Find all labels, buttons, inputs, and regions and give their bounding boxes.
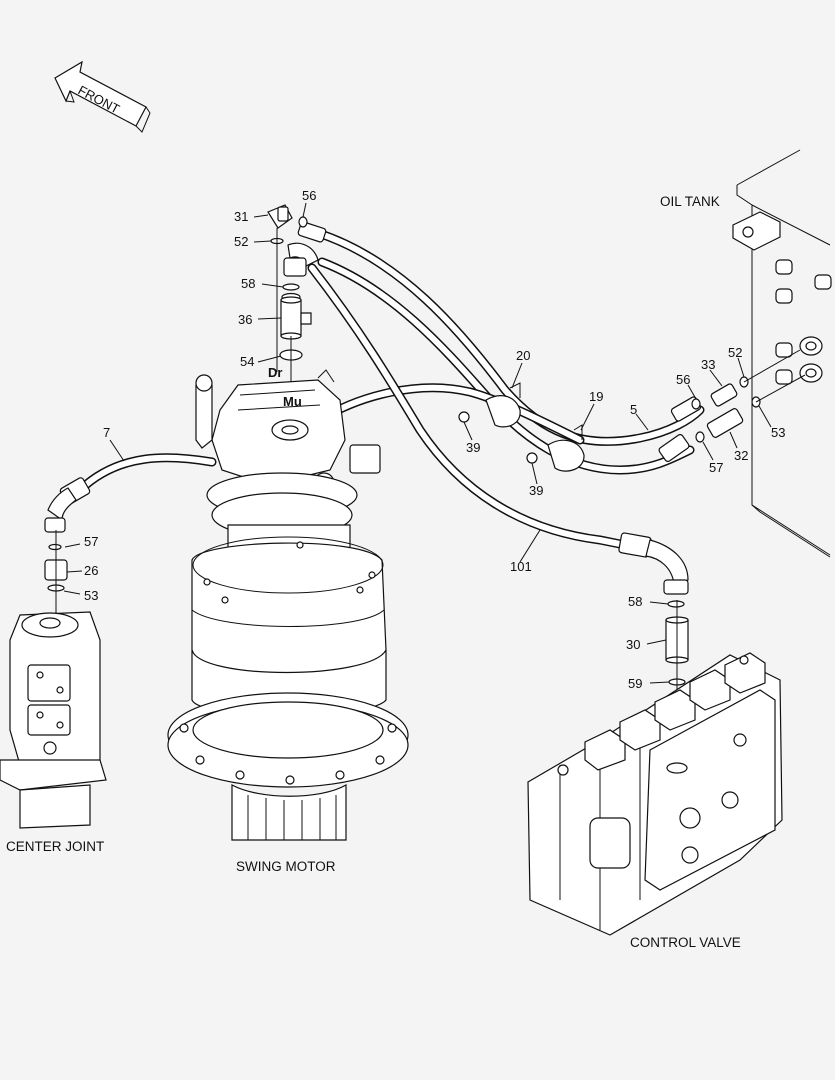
callout-20: 20 [516,348,530,363]
callout-53-right: 53 [771,425,785,440]
control-valve-label: CONTROL VALVE [630,935,741,950]
callout-31: 31 [234,209,248,224]
callout-19: 19 [589,389,603,404]
oil-tank: OIL TANK [660,149,832,558]
callout-56-top: 56 [302,188,316,203]
callout-58-top: 58 [241,276,255,291]
callout-39-a: 39 [466,440,480,455]
callout-52-top: 52 [234,234,248,249]
hose-fittings [44,221,702,595]
callout-58-low: 58 [628,594,642,609]
clamps [458,382,585,472]
callout-26: 26 [84,563,98,578]
callout-101: 101 [510,559,532,574]
callout-36: 36 [238,312,252,327]
oil-tank-label: OIL TANK [660,194,720,209]
swing-motor: SWING MOTOR [167,369,409,874]
callout-5: 5 [630,402,637,417]
callout-52-right: 52 [728,345,742,360]
port-dr-label: Dr [268,365,282,380]
callout-57-right: 57 [709,460,723,475]
callout-59: 59 [628,676,642,691]
hoses [75,228,705,550]
callout-32: 32 [734,448,748,463]
callout-57-left: 57 [84,534,98,549]
front-arrow-icon: FRONT [54,60,151,133]
callout-33: 33 [701,357,715,372]
callout-leaders [63,202,772,684]
callout-53-left: 53 [84,588,98,603]
callout-39-b: 39 [529,483,543,498]
callout-7: 7 [103,425,110,440]
center-joint: CENTER JOINT [0,611,107,854]
center-joint-fittings [44,530,68,615]
callout-30: 30 [626,637,640,652]
callout-56-right: 56 [676,372,690,387]
swing-motor-label: SWING MOTOR [236,859,336,874]
control-valve: CONTROL VALVE [527,652,783,950]
callout-numbers: 31 56 52 58 36 54 7 57 26 53 20 39 19 39… [84,188,785,691]
center-joint-label: CENTER JOINT [6,839,104,854]
control-valve-fittings [665,600,689,770]
callout-54: 54 [240,354,254,369]
port-mu-label: Mu [283,394,302,409]
